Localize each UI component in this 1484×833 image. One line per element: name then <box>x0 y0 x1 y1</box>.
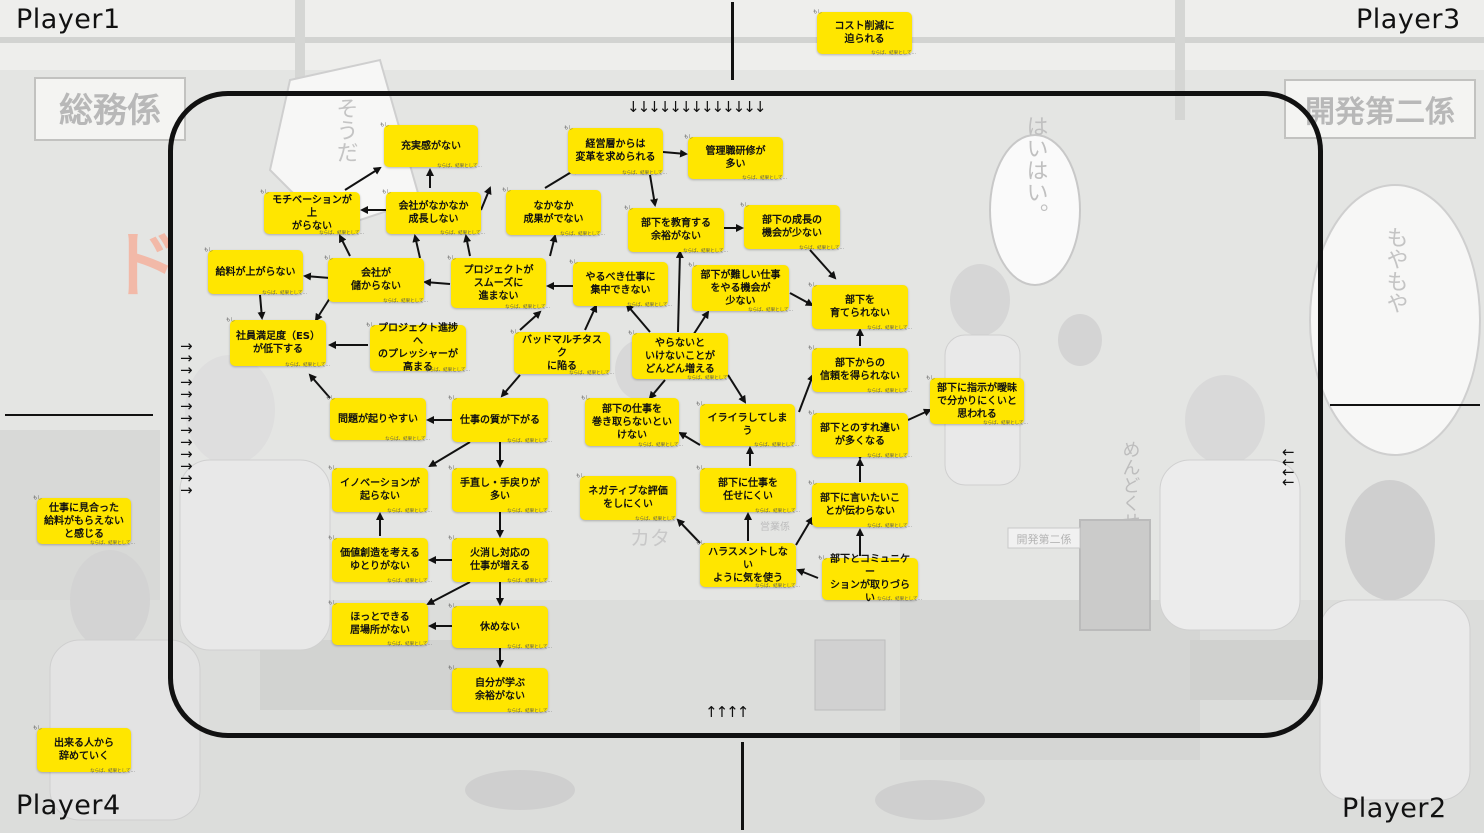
node-hotto[interactable]: もしほっとできる 居場所がないならば、結果として… <box>328 601 432 647</box>
separator-top <box>731 2 734 80</box>
node-negative-hyoka[interactable]: もしネガティブな評価 をしにくいならば、結果として… <box>576 474 680 522</box>
node-yameteiku[interactable]: もし出来る人から 辞めていくならば、結果として… <box>33 726 135 774</box>
node-hikeshi[interactable]: もし火消し対応の 仕事が増えるならば、結果として… <box>448 536 552 584</box>
incoming-arrow-right-2: ← <box>1282 463 1295 481</box>
incoming-arrow-left-8: → <box>180 433 193 451</box>
incoming-arrow-right-1: ← <box>1282 453 1295 471</box>
sign-soumu: 総務係 <box>59 91 161 131</box>
player1-label: Player1 <box>16 4 121 35</box>
sfx-kata-mid: カタ <box>630 526 670 550</box>
node-harassment[interactable]: もしハラスメントしない ように気を使うならば、結果として… <box>696 541 800 589</box>
node-kaisha-seicho[interactable]: もし会社がなかなか 成長しないならば、結果として… <box>382 190 485 236</box>
bubble-sou: そうだ <box>333 97 358 163</box>
node-mokaranai[interactable]: もし会社が 儲からないならば、結果として… <box>324 256 428 304</box>
node-miaeta-kyuryo[interactable]: もし仕事に見合った 給料がもらえない と感じるならば、結果として… <box>33 496 135 546</box>
node-motivation[interactable]: もしモチベーションが上 がらないならば、結果として… <box>260 190 364 236</box>
node-sodaterarenai[interactable]: もし部下を 育てられないならば、結果として… <box>808 283 912 331</box>
node-kyuryo[interactable]: もし給料が上がらないならば、結果として… <box>204 248 307 296</box>
node-yaranaito[interactable]: もしやらないと いけないことが どんどん増えるならば、結果として… <box>628 331 732 381</box>
node-pressure[interactable]: もしプロジェクト進捗へ のプレッシャーが 高まるならば、結果として… <box>366 323 470 373</box>
incoming-arrow-left-0: → <box>180 337 193 355</box>
incoming-arrow-right-3: ← <box>1282 473 1295 491</box>
desk-sign: 開発第二係 <box>1017 532 1072 546</box>
node-nakanaka-seika[interactable]: もしなかなか 成果がでないならば、結果として… <box>502 188 605 237</box>
board-frame <box>168 91 1323 738</box>
incoming-arrow-left-6: → <box>180 409 193 427</box>
incoming-arrow-left-12: → <box>180 481 193 499</box>
node-kanrishoku[interactable]: もし管理職研修が 多いならば、結果として… <box>684 135 787 181</box>
incoming-arrows-right: ←←←← <box>1282 443 1308 491</box>
separator-left <box>5 414 153 416</box>
node-mondai[interactable]: もし問題が起りやすいならば、結果として… <box>326 396 430 442</box>
node-yarubeki-shigoto[interactable]: もしやるべき仕事に 集中できないならば、結果として… <box>569 260 672 308</box>
player2-label: Player2 <box>1342 793 1447 824</box>
node-shiji-aimai[interactable]: もし部下に指示が曖昧 で分かりにくいと 思われるならば、結果として… <box>926 376 1028 426</box>
incoming-arrow-left-11: → <box>180 469 193 487</box>
node-shinrai[interactable]: もし部下からの 信頼を得られないならば、結果として… <box>808 346 912 394</box>
node-project-susumanai[interactable]: もしプロジェクトが スムーズに 進まないならば、結果として… <box>447 256 550 310</box>
node-es-teika[interactable]: もし社員満足度（ES） が低下するならば、結果として… <box>226 318 330 368</box>
incoming-arrow-left-3: → <box>180 373 193 391</box>
incoming-arrow-left-5: → <box>180 397 193 415</box>
player4-label: Player4 <box>16 790 121 821</box>
incoming-arrow-left-4: → <box>180 385 193 403</box>
incoming-arrows-left: →→→→→→→→→→→→→ <box>180 337 206 499</box>
node-jujitsukan[interactable]: もし充実感がないならば、結果として… <box>380 123 482 169</box>
node-tsutawaranai[interactable]: もし部下に言いたいこ とが伝わらないならば、結果として… <box>808 481 912 529</box>
node-kyoiku-yoyu[interactable]: もし部下を教育する 余裕がないならば、結果として… <box>624 206 728 254</box>
node-kachi-sozo[interactable]: もし価値創造を考える ゆとりがないならば、結果として… <box>328 536 432 584</box>
bubble-haihai: はいはい。 <box>1023 115 1048 225</box>
node-manabu-yoyu[interactable]: もし自分が学ぶ 余裕がないならば、結果として… <box>448 666 552 714</box>
node-muzukashii-shigoto[interactable]: もし部下が難しい仕事 をやる機会が 少ないならば、結果として… <box>688 263 793 313</box>
player3-label: Player3 <box>1356 4 1461 35</box>
bubble-moyamoya: もやもや <box>1383 226 1408 314</box>
incoming-arrow-right-0: ← <box>1282 443 1295 461</box>
node-innovation[interactable]: もしイノベーションが 起らないならば、結果として… <box>328 466 432 514</box>
incoming-arrow-left-1: → <box>180 349 193 367</box>
incoming-arrows-bottom: ↑↑↑↑ <box>705 703 749 721</box>
sales-sign: 営業係 <box>760 520 790 533</box>
node-iraira[interactable]: もしイライラしてしまうならば、結果として… <box>696 402 799 448</box>
separator-right <box>1330 404 1480 406</box>
incoming-arrow-left-2: → <box>180 361 193 379</box>
node-makitori[interactable]: もし部下の仕事を 巻き取らないとい けないならば、結果として… <box>581 396 683 448</box>
node-keieisou[interactable]: もし経営層からは 変革を求められるならば、結果として… <box>564 126 667 176</box>
node-tenaoshi[interactable]: もし手直し・手戻りが 多いならば、結果として… <box>448 466 552 514</box>
node-yasumenai[interactable]: もし休めないならば、結果として… <box>448 604 552 650</box>
node-surechigai[interactable]: もし部下とのすれ違い が多くなるならば、結果として… <box>808 411 912 459</box>
node-makasenikui[interactable]: もし部下に仕事を 任せにくいならば、結果として… <box>696 466 800 514</box>
node-communication[interactable]: もし部下とコミュニケー ションが取りづらいならば、結果として… <box>818 554 922 604</box>
separator-bottom <box>741 742 744 830</box>
node-bad-multitask[interactable]: もしバッドマルチタスク に陥るならば、結果として… <box>510 330 614 376</box>
node-cost-sakugen[interactable]: もしコスト削減に 迫られるならば、結果として… <box>813 10 916 56</box>
sign-kaihatsu: 開発第二係 <box>1305 95 1455 130</box>
incoming-arrow-left-10: → <box>180 457 193 475</box>
incoming-arrow-left-9: → <box>180 445 193 463</box>
incoming-arrows-top: ↓↓↓↓↓↓↓↓↓↓↓↓↓ <box>627 98 766 116</box>
incoming-arrow-left-7: → <box>180 421 193 439</box>
node-shitsu-sagaru[interactable]: もし仕事の質が下がるならば、結果として… <box>448 396 552 444</box>
node-seicho-kikai[interactable]: もし部下の成長の 機会が少ないならば、結果として… <box>740 203 844 251</box>
